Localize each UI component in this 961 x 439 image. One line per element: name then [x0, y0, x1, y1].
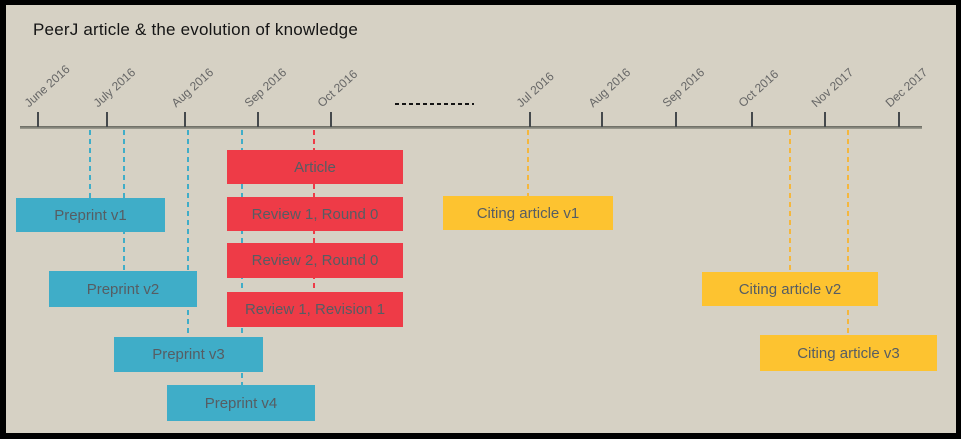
bar-review-1-round-0: Review 1, Round 0 [227, 197, 403, 231]
timeline-tick [751, 112, 753, 127]
connector-preprint-v1 [89, 130, 91, 198]
bar-review-1-revision-1: Review 1, Revision 1 [227, 292, 403, 327]
bar-preprint-v4: Preprint v4 [167, 385, 315, 421]
timeline-tick [675, 112, 677, 127]
bar-citing-article-v2: Citing article v2 [702, 272, 878, 306]
bar-citing-article-v1: Citing article v1 [443, 196, 613, 230]
timeline-tick [529, 112, 531, 127]
connector-preprint-v3 [187, 130, 189, 337]
timeline-tick [257, 112, 259, 127]
timeline-tick [184, 112, 186, 127]
bar-citing-article-v3: Citing article v3 [760, 335, 937, 371]
bar-review-2-round-0: Review 2, Round 0 [227, 243, 403, 278]
bar-preprint-v3: Preprint v3 [114, 337, 263, 372]
timeline-tick [601, 112, 603, 127]
time-break-dashed-line-icon [395, 103, 474, 105]
connector-citing-v3 [847, 130, 849, 335]
timeline-tick [37, 112, 39, 127]
timeline-axis [20, 126, 922, 129]
timeline-tick [898, 112, 900, 127]
timeline-tick [106, 112, 108, 127]
bar-article: Article [227, 150, 403, 184]
timeline-tick [824, 112, 826, 127]
diagram-title: PeerJ article & the evolution of knowled… [33, 20, 358, 39]
bar-preprint-v1: Preprint v1 [16, 198, 165, 232]
connector-citing-v1 [527, 130, 529, 196]
timeline-tick [330, 112, 332, 127]
connector-citing-v2 [789, 130, 791, 272]
bar-preprint-v2: Preprint v2 [49, 271, 197, 307]
